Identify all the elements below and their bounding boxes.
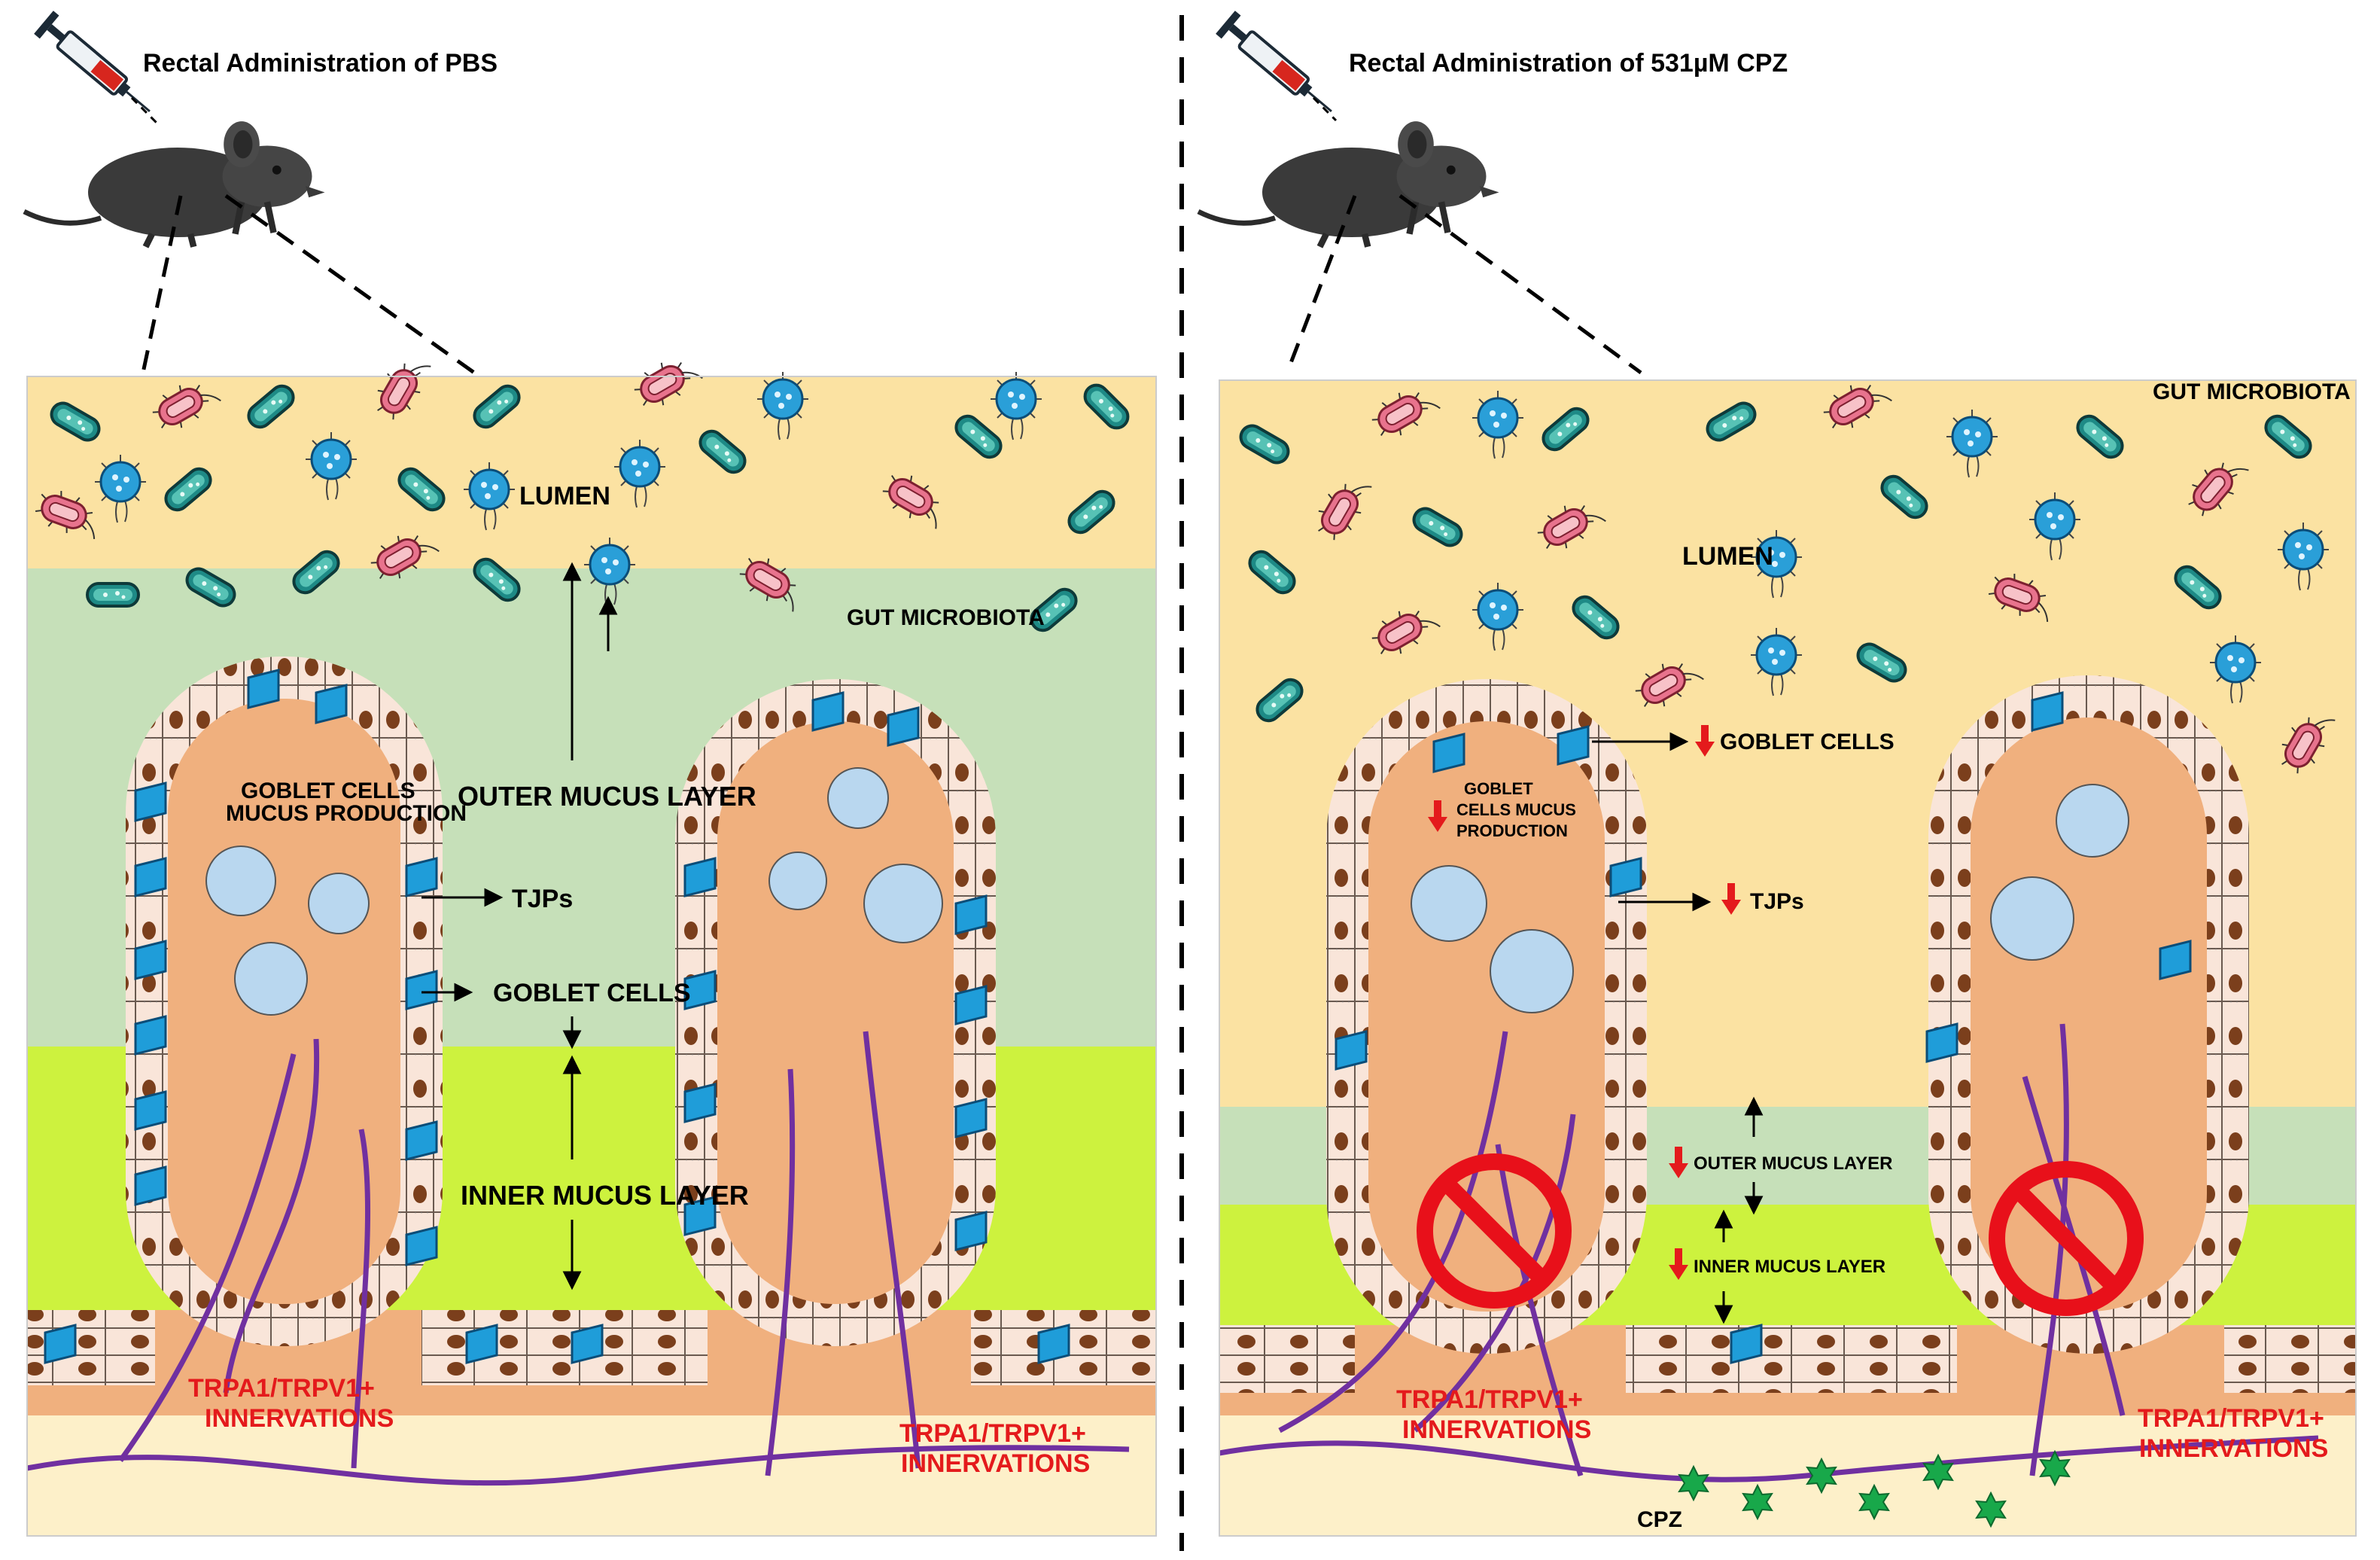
left-panel: Rectal Administration of PBS LUMEN GUT M… bbox=[24, 9, 1156, 1536]
cpz-label: CPZ bbox=[1637, 1507, 1682, 1532]
gut-microbiota-label: GUT MICROBIOTA bbox=[847, 605, 1045, 630]
mucus-vesicles-right bbox=[1411, 784, 2129, 1013]
outer-mucus-label: OUTER MUCUS LAYER bbox=[458, 781, 756, 812]
arrows-right bbox=[1592, 732, 1764, 1324]
goblet-production-label: GOBLET CELLS MUCUS PRODUCTION bbox=[1456, 779, 1581, 840]
mucus-vesicles-left bbox=[205, 767, 943, 1016]
lumen-label: LUMEN bbox=[1682, 542, 1773, 571]
inner-mucus-label: INNER MUCUS LAYER bbox=[461, 1180, 749, 1211]
gut-microbiota-label: GUT MICROBIOTA bbox=[2153, 379, 2351, 404]
nerves-left bbox=[26, 1031, 1130, 1486]
outer-mucus-label: OUTER MUCUS LAYER bbox=[1694, 1153, 1892, 1174]
arrows-left bbox=[422, 562, 618, 1290]
right-panel: Rectal Administration of 531µM CPZ GUT M… bbox=[1198, 9, 2356, 1536]
goblet-cells-label: GOBLET CELLS bbox=[493, 979, 691, 1007]
administration-label: Rectal Administration of 531µM CPZ bbox=[1349, 49, 1788, 78]
tjps-label: TJPs bbox=[512, 885, 573, 913]
right-panel-frame bbox=[1219, 379, 2357, 1537]
goblet-cells-right bbox=[1335, 691, 2192, 1364]
mouse-icon bbox=[1198, 121, 1499, 247]
left-panel-frame bbox=[26, 376, 1157, 1537]
tjps-label: TJPs bbox=[1750, 889, 1804, 914]
syringe-icon bbox=[1214, 9, 1343, 125]
inner-mucus-label: INNER MUCUS LAYER bbox=[1694, 1257, 1885, 1277]
zoom-lines-left bbox=[141, 193, 476, 375]
lumen-band bbox=[27, 376, 1156, 572]
innervation-label-2: TRPA1/TRPV1+ INNERVATIONS bbox=[2138, 1404, 2331, 1463]
goblet-production-label: GOBLET CELLS MUCUS PRODUCTION bbox=[226, 778, 467, 826]
goblet-cells-label: GOBLET CELLS bbox=[1720, 730, 1895, 754]
innervation-label-1: TRPA1/TRPV1+ INNERVATIONS bbox=[188, 1374, 394, 1433]
goblet-cells-left bbox=[44, 669, 1070, 1364]
syringe-icon bbox=[32, 9, 161, 125]
administration-label: Rectal Administration of PBS bbox=[143, 49, 498, 78]
zoom-lines-right bbox=[1285, 193, 1642, 375]
innervation-label-1: TRPA1/TRPV1+ INNERVATIONS bbox=[1396, 1385, 1591, 1444]
lumen-label: LUMEN bbox=[519, 482, 610, 510]
innervation-label-2: TRPA1/TRPV1+ INNERVATIONS bbox=[899, 1419, 1093, 1478]
